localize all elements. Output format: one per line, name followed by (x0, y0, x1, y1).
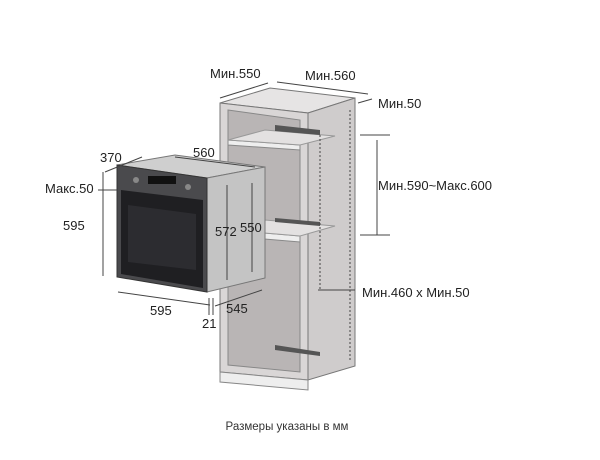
label-inner-height: 550 (240, 220, 262, 235)
label-back-gap: Мин.50 (378, 96, 421, 111)
caption: Размеры указаны в мм (226, 421, 349, 433)
label-vent-opening: Мин.460 x Мин.50 (362, 285, 470, 300)
label-cabinet-depth: Мин.550 (210, 66, 261, 81)
label-cabinet-width: Мин.560 (305, 68, 356, 83)
label-top-max: Макс.50 (45, 181, 94, 196)
label-niche-height: Мин.590~Макс.600 (378, 178, 492, 193)
oven (116, 154, 266, 293)
label-oven-depth-front: 370 (100, 150, 122, 165)
label-oven-width: 595 (150, 303, 172, 318)
label-body-depth: 545 (226, 301, 248, 316)
dimension-lines (98, 81, 390, 315)
label-oven-width-top: 560 (193, 145, 215, 160)
label-door-thickness: 21 (202, 316, 216, 331)
label-body-height: 572 (215, 224, 237, 239)
label-oven-height: 595 (63, 218, 85, 233)
